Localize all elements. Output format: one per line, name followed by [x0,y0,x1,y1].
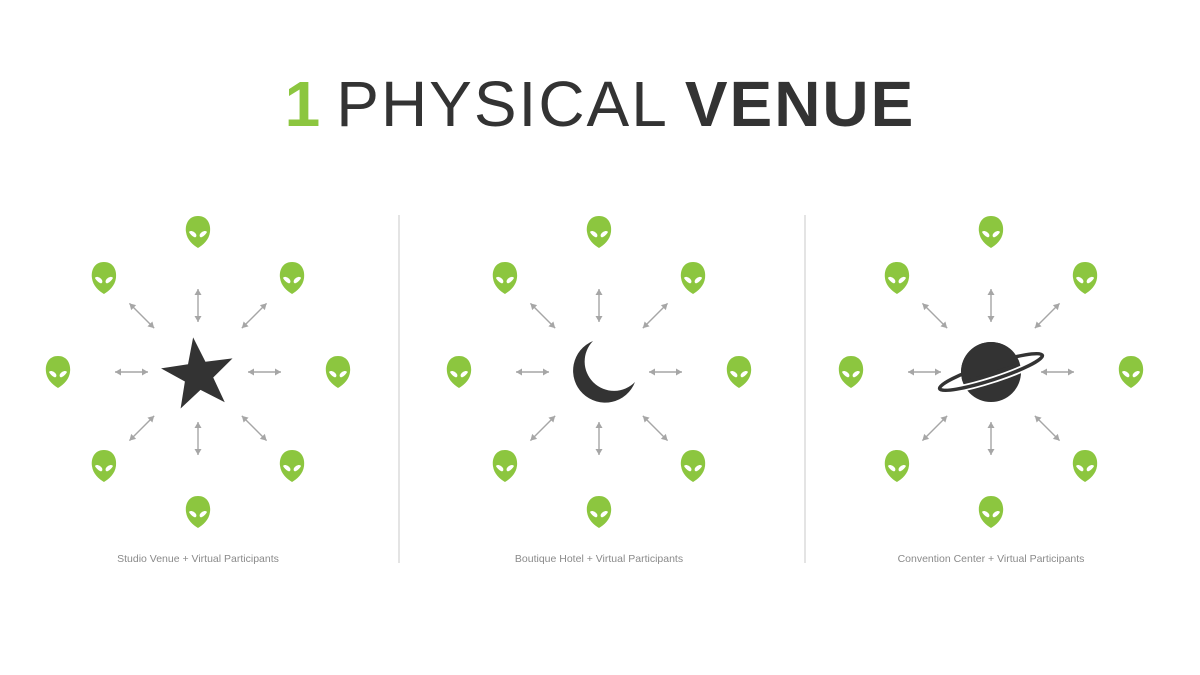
bidirectional-arrow [921,415,948,442]
alien-participant-icon [978,496,1004,528]
bidirectional-arrow [248,368,281,376]
alien-participant-icon [325,356,351,388]
crescent-moon-icon [573,341,635,403]
bidirectional-arrow [1034,302,1061,329]
bidirectional-arrow [908,368,941,376]
bidirectional-arrow [987,422,995,455]
alien-participant-icon [492,261,518,294]
bidirectional-arrow [115,368,148,376]
bidirectional-arrow [921,302,948,329]
title-bold-word: VENUE [684,68,916,140]
alien-participant-icon [492,450,518,483]
alien-participant-icon [279,261,305,294]
ringed-planet-icon [936,342,1046,402]
venue-panel: Boutique Hotel + Virtual Participants [446,216,752,565]
bidirectional-arrow [128,415,155,442]
alien-participant-icon [91,261,117,294]
alien-participant-icon [884,450,910,483]
bidirectional-arrow [194,422,202,455]
alien-participant-icon [45,356,71,388]
alien-participant-icon [1118,356,1144,388]
venue-panel: Convention Center + Virtual Participants [838,216,1144,565]
panel-caption: Boutique Hotel + Virtual Participants [515,553,683,565]
alien-participant-icon [586,496,612,528]
bidirectional-arrow [529,415,556,442]
star-icon [161,337,233,409]
bidirectional-arrow [987,289,995,322]
panel-caption: Convention Center + Virtual Participants [898,553,1085,565]
alien-participant-icon [884,261,910,294]
bidirectional-arrow [649,368,682,376]
alien-participant-icon [1072,261,1098,294]
bidirectional-arrow [241,302,268,329]
alien-participant-icon [586,216,612,248]
bidirectional-arrow [194,289,202,322]
bidirectional-arrow [529,302,556,329]
title-number: 1 [284,68,323,140]
bidirectional-arrow [128,302,155,329]
bidirectional-arrow [241,415,268,442]
bidirectional-arrow [595,422,603,455]
bidirectional-arrow [516,368,549,376]
bidirectional-arrow [642,415,669,442]
alien-participant-icon [978,216,1004,248]
alien-participant-icon [680,261,706,294]
venue-panel: Studio Venue + Virtual Participants [45,216,351,565]
alien-participant-icon [185,496,211,528]
bidirectional-arrow [1041,368,1074,376]
bidirectional-arrow [595,289,603,322]
bidirectional-arrow [642,302,669,329]
panel-caption: Studio Venue + Virtual Participants [117,553,279,565]
alien-participant-icon [726,356,752,388]
alien-participant-icon [279,450,305,483]
alien-participant-icon [185,216,211,248]
alien-participant-icon [680,450,706,483]
alien-participant-icon [446,356,472,388]
bidirectional-arrow [1034,415,1061,442]
alien-participant-icon [91,450,117,483]
title-light-word: PHYSICAL [336,68,669,140]
alien-participant-icon [1072,450,1098,483]
alien-participant-icon [838,356,864,388]
